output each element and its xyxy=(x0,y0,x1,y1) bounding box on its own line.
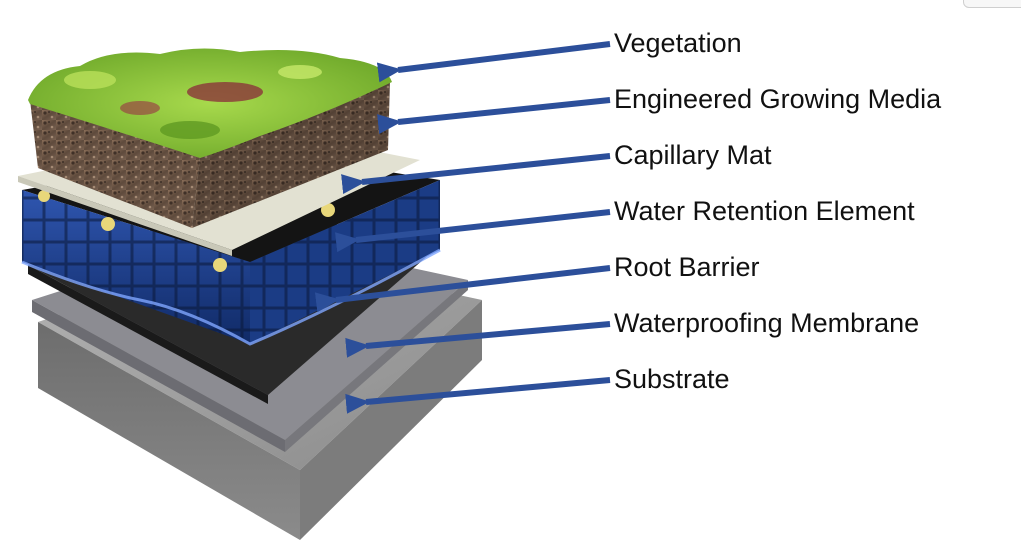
vegetation-layer xyxy=(28,48,392,158)
label-capillary-mat: Capillary Mat xyxy=(614,140,772,170)
arrow-substrate xyxy=(345,377,611,414)
label-water-retention-element: Water Retention Element xyxy=(614,196,915,226)
arrow-water-retention-element xyxy=(335,209,611,253)
arrow-root-barrier xyxy=(314,265,611,313)
corner-tab xyxy=(963,0,1021,8)
label-root-barrier: Root Barrier xyxy=(614,252,760,282)
arrow-engineered-growing-media xyxy=(377,97,611,135)
label-vegetation: Vegetation xyxy=(614,28,742,58)
arrow-vegetation xyxy=(376,41,611,83)
label-engineered-growing-media: Engineered Growing Media xyxy=(614,84,942,114)
pointer-arrows xyxy=(314,41,611,414)
arrow-capillary-mat xyxy=(341,153,611,195)
label-waterproofing-membrane: Waterproofing Membrane xyxy=(614,308,920,338)
label-substrate: Substrate xyxy=(614,364,730,394)
arrow-waterproofing-membrane xyxy=(345,321,611,358)
